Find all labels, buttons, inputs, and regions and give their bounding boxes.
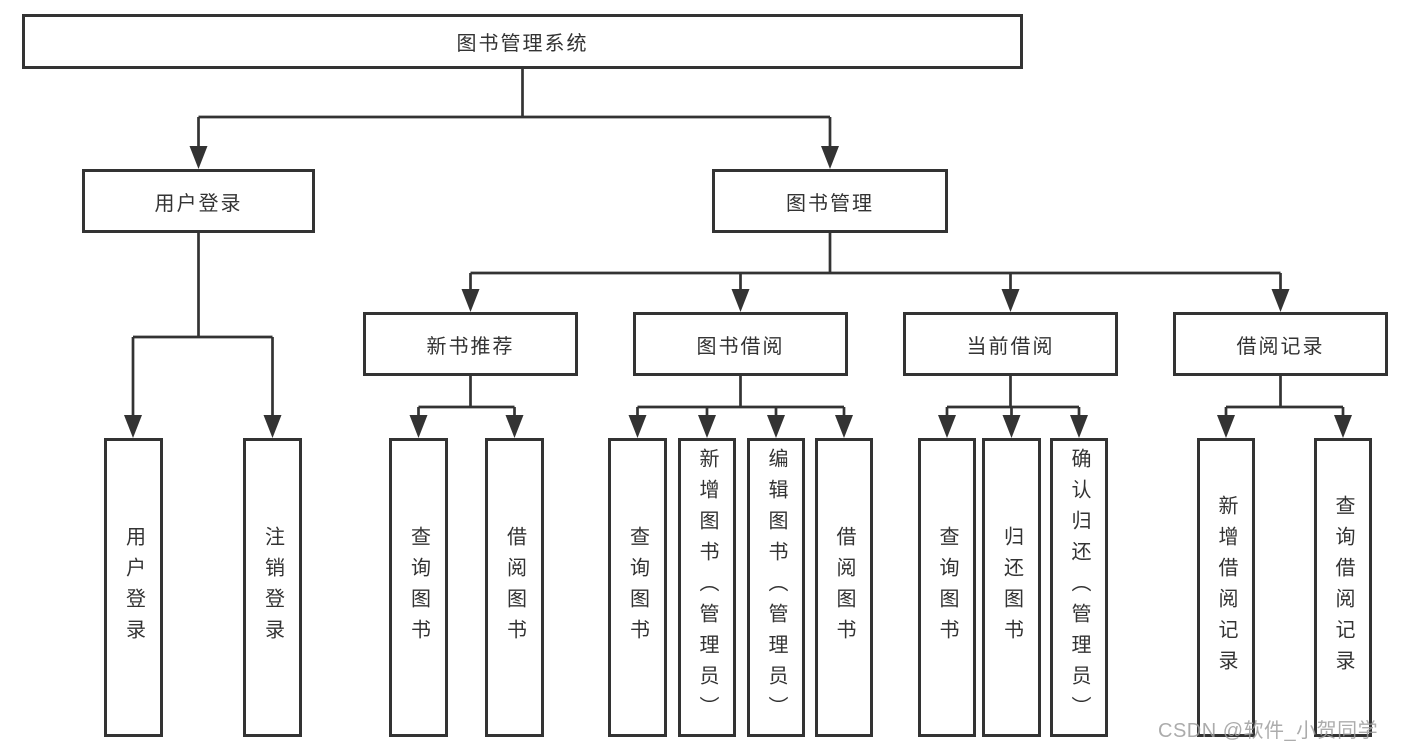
node-leaf-edit-book: 编辑图书（管理员）	[747, 438, 805, 737]
arrowhead-icon	[698, 415, 716, 438]
arrowhead-icon	[189, 146, 208, 169]
arrowhead-icon	[628, 415, 647, 438]
node-book-borrow-label: 图书借阅	[696, 335, 785, 358]
node-leaf-logout-label: 注销登录	[261, 525, 284, 650]
node-leaf-add-book-label: 新增图书（管理员）	[696, 448, 718, 727]
arrowhead-icon	[461, 289, 480, 312]
connector-bookborrow-to-leaves	[636, 376, 846, 420]
arrowhead-icon	[821, 146, 839, 169]
node-book-mgmt: 图书管理	[712, 169, 948, 233]
connector-newbook-to-leaves	[417, 376, 516, 420]
connector-root-to-level2	[197, 69, 832, 150]
node-leaf-query-book-2-label: 查询图书	[626, 525, 649, 650]
node-leaf-return-book-label: 归还图书	[1000, 525, 1023, 650]
node-leaf-add-record: 新增借阅记录	[1197, 438, 1255, 737]
node-book-borrow: 图书借阅	[633, 312, 848, 376]
node-leaf-query-record-label: 查询借阅记录	[1332, 494, 1354, 681]
node-borrow-records-label: 借阅记录	[1236, 335, 1325, 358]
arrowhead-icon	[938, 415, 956, 438]
node-root-label: 图书管理系统	[456, 33, 589, 55]
arrowhead-icon	[1271, 289, 1290, 312]
node-current-borrow: 当前借阅	[903, 312, 1118, 376]
node-leaf-logout: 注销登录	[243, 438, 302, 737]
node-leaf-confirm-return: 确认归还（管理员）	[1050, 438, 1108, 737]
node-user-login-group: 用户登录	[82, 169, 315, 233]
arrowhead-icon	[505, 415, 524, 438]
node-current-borrow-label: 当前借阅	[966, 335, 1055, 358]
arrowhead-icon	[1070, 415, 1088, 438]
node-root: 图书管理系统	[22, 14, 1023, 69]
arrowhead-icon	[1217, 415, 1235, 438]
arrowhead-icon	[1001, 289, 1020, 312]
node-new-book-rec-label: 新书推荐	[426, 335, 515, 358]
connector-bookmgmt-to-level3	[469, 233, 1282, 294]
node-leaf-user-login: 用户登录	[104, 438, 163, 737]
node-leaf-user-login-label: 用户登录	[122, 525, 145, 650]
node-new-book-rec: 新书推荐	[363, 312, 578, 376]
node-leaf-borrow-book-1-label: 借阅图书	[503, 525, 526, 650]
node-borrow-records: 借阅记录	[1173, 312, 1388, 376]
arrowhead-icon	[409, 415, 428, 438]
connector-records-to-leaves	[1224, 376, 1345, 420]
node-leaf-query-book-3-label: 查询图书	[936, 525, 958, 650]
node-leaf-add-book: 新增图书（管理员）	[678, 438, 736, 737]
arrowhead-icon	[835, 415, 853, 438]
arrowhead-icon	[124, 415, 142, 438]
node-leaf-query-book-1: 查询图书	[389, 438, 448, 737]
node-leaf-borrow-book-2: 借阅图书	[815, 438, 873, 737]
node-book-mgmt-label: 图书管理	[786, 192, 874, 215]
arrowhead-icon	[263, 415, 282, 438]
arrowhead-icon	[1002, 415, 1021, 438]
connector-userlogin-to-leaves	[131, 233, 274, 420]
watermark: CSDN @软件_小贺同学	[1158, 720, 1379, 742]
connector-currentborrow-to-leaves	[945, 376, 1081, 420]
node-leaf-return-book: 归还图书	[982, 438, 1041, 737]
node-leaf-query-book-2: 查询图书	[608, 438, 667, 737]
node-user-login-group-label: 用户登录	[154, 192, 243, 215]
arrowhead-icon	[1334, 415, 1352, 438]
arrowhead-icon	[731, 289, 750, 312]
node-leaf-edit-book-label: 编辑图书（管理员）	[765, 448, 787, 727]
node-leaf-query-book-1-label: 查询图书	[407, 525, 430, 650]
node-leaf-add-record-label: 新增借阅记录	[1215, 494, 1237, 681]
node-leaf-query-record: 查询借阅记录	[1314, 438, 1372, 737]
node-leaf-confirm-return-label: 确认归还（管理员）	[1068, 448, 1090, 727]
node-leaf-borrow-book-2-label: 借阅图书	[833, 525, 855, 650]
arrowhead-icon	[767, 415, 785, 438]
node-leaf-query-book-3: 查询图书	[918, 438, 976, 737]
node-leaf-borrow-book-1: 借阅图书	[485, 438, 544, 737]
